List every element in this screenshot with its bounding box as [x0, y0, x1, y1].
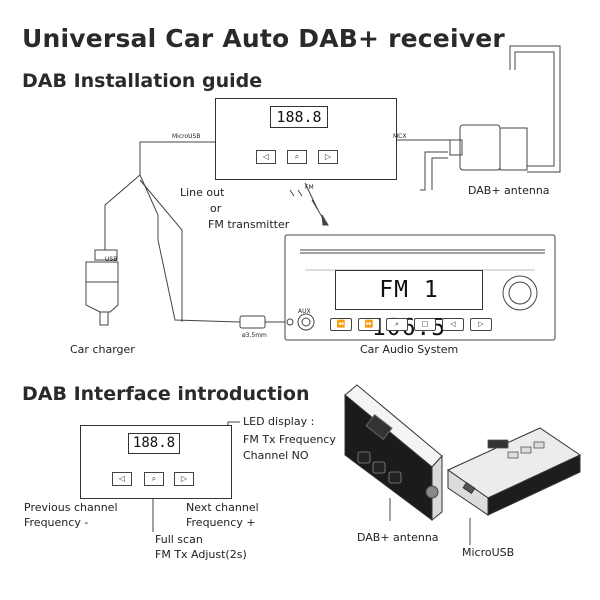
installation-heading: DAB Installation guide: [22, 70, 263, 92]
fm-tx-adjust-label: FM Tx Adjust(2s): [155, 548, 247, 561]
interface-antenna-label: DAB+ antenna: [357, 531, 439, 544]
microusb-label: MicroUSB: [172, 133, 201, 140]
fm-label: FM: [305, 184, 314, 191]
aux-port: [297, 313, 315, 331]
prev-icon: ◁: [450, 320, 456, 328]
car-radio-body: [284, 234, 556, 341]
interface-microusb-label: MicroUSB: [462, 546, 515, 559]
next-channel-label: Next channel: [186, 501, 259, 514]
forward-icon: ⏩: [364, 320, 374, 328]
usb-label: USB: [105, 256, 118, 263]
radio-search-button: ⌕: [386, 318, 408, 331]
antenna-block: [459, 124, 501, 171]
antenna-cable: [509, 45, 561, 173]
stop-icon: □: [421, 320, 429, 328]
or-label: or: [210, 202, 222, 215]
search-icon: ⌕: [395, 320, 399, 328]
unit-prev-button: ◁: [256, 150, 276, 164]
fm-transmitter-label: FM transmitter: [208, 218, 290, 231]
rewind-icon: ⏪: [336, 320, 346, 328]
radio-prev-button: ◁: [442, 318, 464, 331]
radio-rewind-button: ⏪: [330, 318, 352, 331]
unit-next-button: ▷: [318, 150, 338, 164]
radio-stop-button: □: [414, 318, 436, 331]
car-charger-label: Car charger: [70, 343, 135, 356]
charger-usb-plug: [94, 249, 118, 261]
prev-icon: ◁: [262, 152, 270, 161]
search-icon: ⌕: [151, 474, 157, 483]
radio-display: FM 1 106.5: [335, 270, 483, 341]
unit-search-button: ⌕: [287, 150, 307, 164]
frequency-plus-label: Frequency +: [186, 516, 256, 529]
interface-heading: DAB Interface introduction: [22, 383, 310, 405]
interface-prev-button: ◁: [112, 472, 132, 486]
page-title: Universal Car Auto DAB+ receiver: [22, 24, 505, 53]
interface-display: 188.8: [128, 433, 180, 454]
antenna-label: DAB+ antenna: [468, 184, 550, 197]
channel-no-label: Channel NO: [243, 449, 309, 462]
prev-channel-label: Previous channel: [24, 501, 118, 514]
line-out-label: Line out: [180, 186, 225, 199]
radio-next-button: ▷: [470, 318, 492, 331]
full-scan-label: Full scan: [155, 533, 203, 546]
next-icon: ▷: [180, 474, 188, 483]
fm-tx-frequency-label: FM Tx Frequency: [243, 433, 336, 446]
led-display-label: LED display :: [243, 415, 315, 428]
next-icon: ▷: [478, 320, 484, 328]
prev-icon: ◁: [118, 474, 126, 483]
frequency-minus-label: Frequency -: [24, 516, 89, 529]
car-audio-label: Car Audio System: [360, 343, 459, 356]
jack-size-label: ø3.5mm: [242, 332, 267, 339]
interface-next-button: ▷: [174, 472, 194, 486]
radio-knob: [502, 275, 538, 311]
aux-label: AUX: [298, 308, 311, 315]
search-icon: ⌕: [294, 152, 300, 161]
interface-search-button: ⌕: [144, 472, 164, 486]
mcx-label: MCX: [393, 133, 407, 140]
unit-display: 188.8: [270, 106, 328, 128]
next-icon: ▷: [324, 152, 332, 161]
radio-forward-button: ⏩: [358, 318, 380, 331]
